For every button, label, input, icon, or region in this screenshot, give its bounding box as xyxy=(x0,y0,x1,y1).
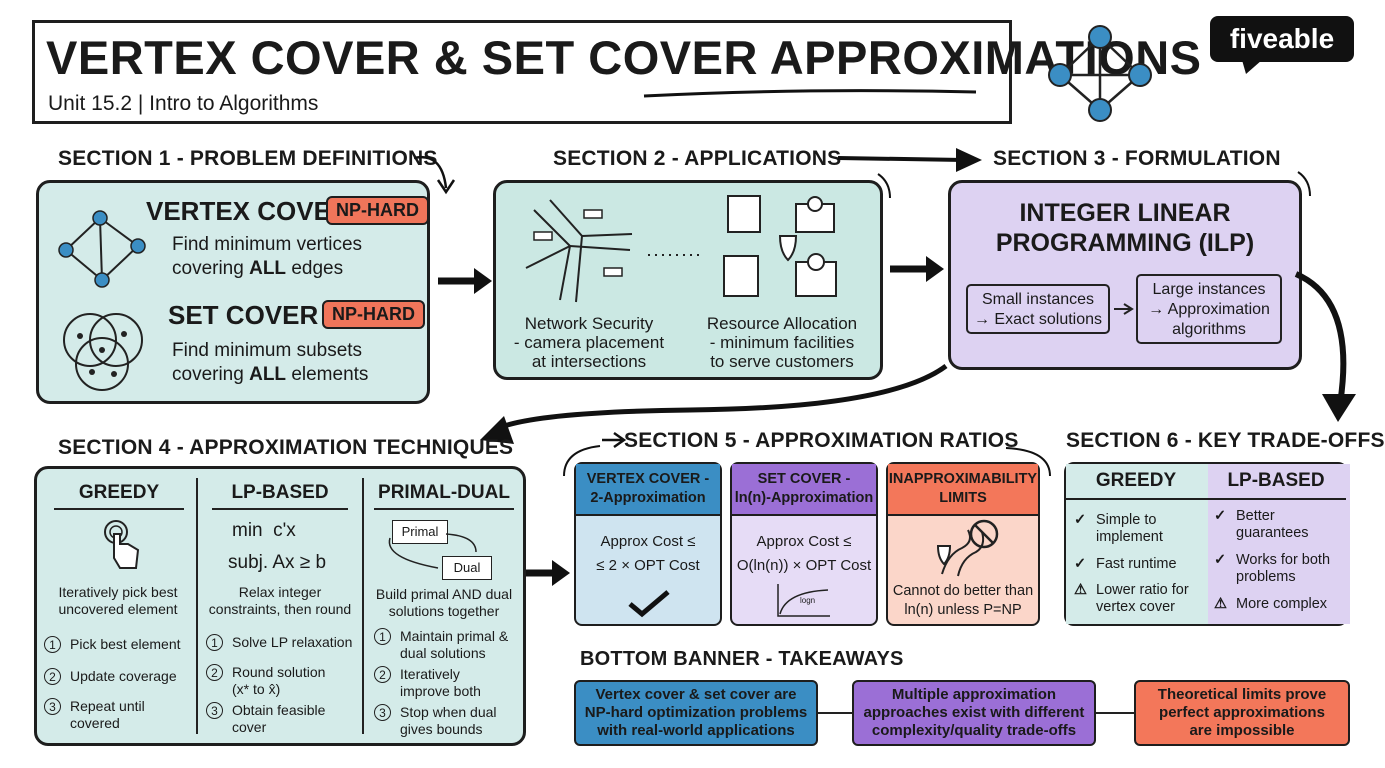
section2-heading: SECTION 2 - APPLICATIONS xyxy=(553,147,842,170)
graph-logo-icon xyxy=(1048,25,1152,122)
section4-divider-1 xyxy=(196,478,198,734)
section6-card xyxy=(1064,462,1350,626)
primal-box: Primal xyxy=(392,520,448,544)
blocked-road-icon xyxy=(936,519,999,577)
tradeoff-greedy-title: GREEDY xyxy=(1095,470,1177,491)
section1-heading: SECTION 1 - PROBLEM DEFINITIONS xyxy=(58,147,438,170)
arrow-header-s2-to-s3 xyxy=(837,148,982,172)
bottom-banner-heading: BOTTOM BANNER - TAKEAWAYS xyxy=(580,648,904,670)
section6-heading: SECTION 6 - KEY TRADE-OFFS xyxy=(1066,429,1385,452)
arrow-s3-to-s6 xyxy=(1294,271,1356,422)
checkmark-icon xyxy=(628,590,670,618)
brand-logo: fiveable xyxy=(1210,16,1354,62)
section1-curl-arrow xyxy=(413,155,456,195)
section4-heading: SECTION 4 - APPROXIMATION TECHNIQUES xyxy=(58,436,514,459)
set-cover-np-hard-badge: NP-HARD xyxy=(322,300,425,329)
dotted-connector xyxy=(648,254,704,256)
section4-card xyxy=(34,466,526,746)
set-cover-desc2: covering ALL elements xyxy=(172,364,369,385)
sc-ratio-header: SET COVER -ln(n)-Approximation xyxy=(732,464,876,516)
vertex-cover-desc1: Find minimum vertices xyxy=(172,234,363,255)
title-underline xyxy=(643,89,977,98)
lp-title-underline xyxy=(212,508,348,510)
tradeoff-lp-title: LP-BASED xyxy=(1227,470,1325,491)
pointer-hand-click-icon xyxy=(104,520,140,569)
vertex-cover-title: VERTEX COVER xyxy=(146,196,350,226)
section5-heading-arrow xyxy=(602,431,627,449)
log-growth-plot-icon xyxy=(777,584,830,617)
lp-con-1: ⚠More complex xyxy=(1214,596,1328,612)
lp-column-title: LP-BASED xyxy=(231,482,329,503)
section2-card-curl xyxy=(877,173,891,199)
primal-dual-title-underline xyxy=(374,508,514,510)
brand-logo-tail xyxy=(1242,60,1262,74)
set-cover-venn-icon xyxy=(63,313,143,391)
vc-ratio-card: VERTEX COVER -2-Approximation Approx Cos… xyxy=(574,462,722,626)
set-cover-title: SET COVER xyxy=(168,300,319,330)
greedy-column-title: GREEDY xyxy=(78,482,160,503)
log-plot-label: logn xyxy=(800,596,816,605)
section3-card-curl xyxy=(1297,171,1311,197)
set-cover-desc1: Find minimum subsets xyxy=(172,340,363,361)
page-subtitle: Unit 15.2 | Intro to Algorithms xyxy=(48,92,319,115)
arrow-s1-to-s2 xyxy=(438,268,492,294)
vc-ratio-header: VERTEX COVER -2-Approximation xyxy=(576,464,720,516)
small-instances-box: Small instances→ Exact solutions xyxy=(966,284,1110,334)
section5-bracket xyxy=(563,445,1051,477)
lp-formula-objective: min c'x xyxy=(232,520,296,541)
road-intersection-camera-icon xyxy=(525,199,633,303)
greedy-title-underline xyxy=(54,508,184,510)
vertex-cover-desc2: covering ALL edges xyxy=(172,258,344,279)
page-title: VERTEX COVER & SET COVER APPROXIMATIONS xyxy=(46,31,1202,84)
section3-heading: SECTION 3 - FORMULATION xyxy=(993,147,1281,170)
small-to-large-arrow xyxy=(1114,303,1134,315)
dual-box: Dual xyxy=(442,556,492,580)
arrow-s3-to-s4 xyxy=(480,363,948,444)
vertex-cover-np-hard-badge: NP-HARD xyxy=(326,196,429,225)
buildings-facilities-icon xyxy=(723,195,837,297)
vertex-cover-graph-icon xyxy=(58,210,146,288)
title-box xyxy=(32,20,1012,124)
section5-heading: SECTION 5 - APPROXIMATION RATIOS xyxy=(624,429,1019,452)
vc-ratio-body: Approx Cost ≤≤ 2 × OPT Cost xyxy=(596,533,700,574)
tradeoff-greedy-col xyxy=(1066,464,1210,624)
sc-ratio-body: Approx Cost ≤O(ln(n)) × OPT Cost xyxy=(736,533,872,574)
tradeoff-lp-col xyxy=(1208,464,1350,624)
primal-dual-column-title: PRIMAL-DUAL xyxy=(378,482,510,503)
sc-ratio-card: SET COVER -ln(n)-Approximation Approx Co… xyxy=(730,462,878,626)
tradeoff-header-line xyxy=(1066,498,1346,500)
section4-divider-2 xyxy=(362,478,364,734)
arrow-s4-to-s5 xyxy=(526,560,570,586)
primal-dual-arrows-icon xyxy=(388,533,477,569)
lp-formula-constraint: subj. Ax ≥ b xyxy=(228,552,327,573)
arrow-s2-to-s3 xyxy=(890,256,944,282)
greedy-pro-2: ✓Fast runtime xyxy=(1074,556,1177,572)
